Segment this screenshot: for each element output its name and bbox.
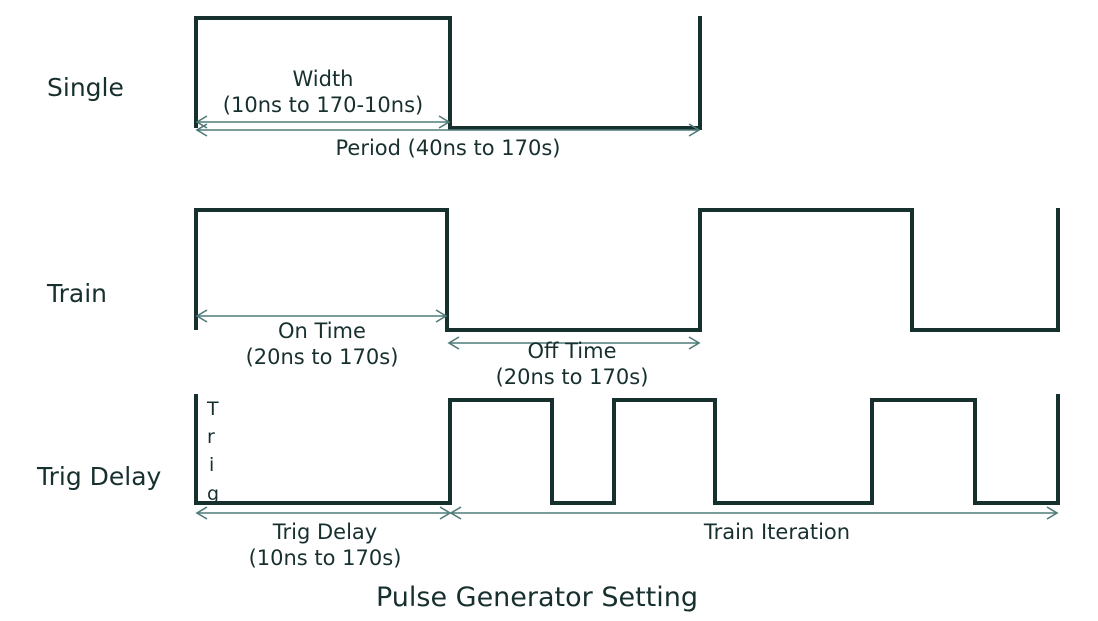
dimension-on-time: [195, 309, 448, 323]
dimension-train-iteration-arrowhead-left: [449, 506, 462, 520]
dimension-period-label: Period (40ns to 170s): [336, 136, 561, 160]
dimension-width-label: Width: [292, 67, 353, 91]
dimension-period: [195, 123, 701, 137]
trig-letter-r: r: [207, 426, 215, 448]
dimension-trig-delay-range: (10ns to 170s): [249, 546, 402, 570]
dimension-off-time-arrowhead-left: [447, 336, 460, 350]
row-trig-delay: Trig Delay T r i g Trig Delay (10ns to 1…: [36, 394, 1060, 570]
dimension-on-time-label: On Time: [278, 319, 366, 343]
dimension-width-range: (10ns to 170-10ns): [223, 93, 423, 117]
waveform-single: [194, 16, 702, 130]
dimension-on-time-range: (20ns to 170s): [246, 345, 399, 369]
row-single: Single Width (10ns to 170-10ns) Period (…: [47, 16, 702, 160]
dimension-off-time-range: (20ns to 170s): [496, 365, 649, 389]
dimension-off-time: [447, 336, 701, 350]
dimension-train-iteration-arrowhead-right: [1046, 506, 1059, 520]
row-label-single: Single: [47, 73, 124, 102]
dimension-period-arrowhead-left: [195, 123, 208, 137]
dimension-trig-delay-label: Trig Delay: [272, 520, 377, 544]
dimension-trig-delay-arrowhead-left: [195, 506, 208, 520]
trig-letter-t: T: [206, 398, 219, 420]
dimension-trig-delay: [195, 506, 452, 520]
row-label-train: Train: [46, 279, 107, 308]
trig-letter-g: g: [207, 483, 219, 505]
trig-marker-letters: T r i g: [206, 398, 219, 505]
dimension-on-time-arrowhead-left: [195, 309, 208, 323]
trig-letter-i: i: [209, 454, 214, 476]
dimension-width: [195, 115, 451, 129]
dimension-width-arrowhead-right: [438, 115, 451, 129]
figure-title: Pulse Generator Setting: [376, 582, 698, 613]
dimension-on-time-arrowhead-right: [435, 309, 448, 323]
dimension-train-iteration-label: Train Iteration: [703, 520, 850, 544]
dimension-train-iteration: [449, 506, 1059, 520]
dimension-off-time-label: Off Time: [527, 339, 616, 363]
row-train: Train On Time (20ns to 170s) Off Time (2…: [46, 208, 1060, 389]
waveform-train: [194, 208, 1060, 332]
dimension-off-time-arrowhead-right: [688, 336, 701, 350]
dimension-period-arrowhead-right: [688, 123, 701, 137]
waveform-trig-delay: [194, 394, 1060, 505]
row-label-trig-delay: Trig Delay: [36, 462, 162, 491]
